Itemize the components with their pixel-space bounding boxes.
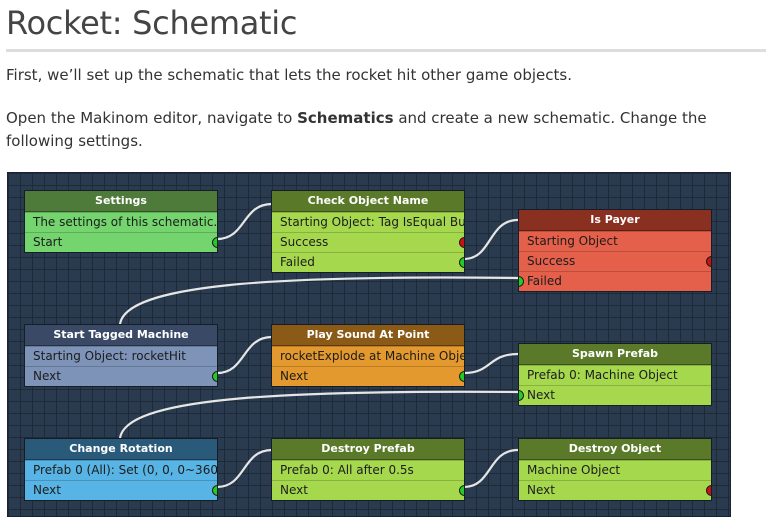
node-info-row: Machine Object <box>519 460 711 480</box>
output-port-unconnected[interactable] <box>706 485 711 496</box>
node-play-sound-at-point[interactable]: Play Sound At Point rocketExplode at Mac… <box>271 324 465 387</box>
node-settings[interactable]: Settings The settings of this schematic.… <box>24 190 218 253</box>
output-port-connected[interactable] <box>459 485 464 496</box>
instruction-text-before: Open the Makinom editor, navigate to <box>6 109 298 127</box>
output-port-connected[interactable] <box>212 237 217 248</box>
node-info-row: Prefab 0 (All): Set (0, 0, 0~360 <box>25 460 217 480</box>
node-output-next[interactable]: Next <box>519 480 711 500</box>
node-info-row: Prefab 0: Machine Object <box>519 365 711 385</box>
instruction-paragraph: Open the Makinom editor, navigate to Sch… <box>6 107 761 153</box>
node-start-tagged-machine[interactable]: Start Tagged Machine Starting Object: ro… <box>24 324 218 387</box>
node-info-row: Prefab 0: All after 0.5s <box>272 460 464 480</box>
output-port-connected[interactable] <box>459 257 464 268</box>
output-port-connected[interactable] <box>212 485 217 496</box>
intro-paragraph: First, we’ll set up the schematic that l… <box>6 66 572 84</box>
wire-settings-to-check-object-name <box>216 202 273 241</box>
wire-change-rotation-to-destroy-prefab <box>216 448 273 489</box>
node-info-row: Starting Object: Tag IsEqual Bu <box>272 212 464 232</box>
node-title: Check Object Name <box>272 191 464 212</box>
node-output-next[interactable]: Next <box>272 480 464 500</box>
output-port-connected[interactable] <box>459 371 464 382</box>
instruction-text-after: and create a new schematic. Change the f… <box>6 109 707 150</box>
node-output-next[interactable]: Next <box>272 366 464 386</box>
node-output-success[interactable]: Success <box>519 251 711 271</box>
node-output-success[interactable]: Success <box>272 232 464 252</box>
node-output-next[interactable]: Next <box>25 480 217 500</box>
node-output-failed[interactable]: Failed <box>519 271 711 291</box>
node-info-row: Starting Object: rocketHit <box>25 346 217 366</box>
node-change-rotation[interactable]: Change Rotation Prefab 0 (All): Set (0, … <box>24 438 218 501</box>
node-destroy-prefab[interactable]: Destroy Prefab Prefab 0: All after 0.5s … <box>271 438 465 501</box>
node-title: Play Sound At Point <box>272 325 464 346</box>
node-check-object-name[interactable]: Check Object Name Starting Object: Tag I… <box>271 190 465 273</box>
connection-wires <box>118 202 519 489</box>
node-title: Destroy Object <box>519 439 711 460</box>
node-title: Spawn Prefab <box>519 344 711 365</box>
node-output-start[interactable]: Start <box>25 232 217 252</box>
node-info-row: Starting Object <box>519 231 711 251</box>
wire-check-failed-to-is-payer <box>463 218 519 261</box>
node-info-row: rocketExplode at Machine Obje <box>272 346 464 366</box>
node-info-row: The settings of this schematic. <box>25 212 217 232</box>
node-output-failed[interactable]: Failed <box>272 252 464 272</box>
output-port-connected[interactable] <box>519 276 524 287</box>
schematics-emphasis: Schematics <box>297 109 394 127</box>
node-destroy-object[interactable]: Destroy Object Machine Object Next <box>518 438 712 501</box>
page-title: Rocket: Schematic <box>6 4 298 42</box>
output-port-unconnected[interactable] <box>459 237 464 248</box>
output-port-unconnected[interactable] <box>706 256 711 267</box>
node-output-next[interactable]: Next <box>519 385 711 405</box>
node-title: Is Payer <box>519 210 711 231</box>
wire-spawn-prefab-to-change-rotation <box>118 390 519 439</box>
node-title: Change Rotation <box>25 439 217 460</box>
title-divider <box>6 49 766 52</box>
node-title: Start Tagged Machine <box>25 325 217 346</box>
node-output-next[interactable]: Next <box>25 366 217 386</box>
node-title: Settings <box>25 191 217 212</box>
wire-is-payer-failed-to-start-tagged-machine <box>118 276 519 325</box>
wire-destroy-prefab-to-destroy-object <box>463 448 519 489</box>
schematic-diagram[interactable]: Settings The settings of this schematic.… <box>7 172 731 517</box>
node-title: Destroy Prefab <box>272 439 464 460</box>
wire-play-sound-to-spawn-prefab <box>463 352 519 375</box>
output-port-connected[interactable] <box>519 390 524 401</box>
wire-start-tagged-to-play-sound <box>216 335 273 375</box>
node-is-payer[interactable]: Is Payer Starting Object Success Failed <box>518 209 712 292</box>
output-port-connected[interactable] <box>212 371 217 382</box>
node-spawn-prefab[interactable]: Spawn Prefab Prefab 0: Machine Object Ne… <box>518 343 712 406</box>
